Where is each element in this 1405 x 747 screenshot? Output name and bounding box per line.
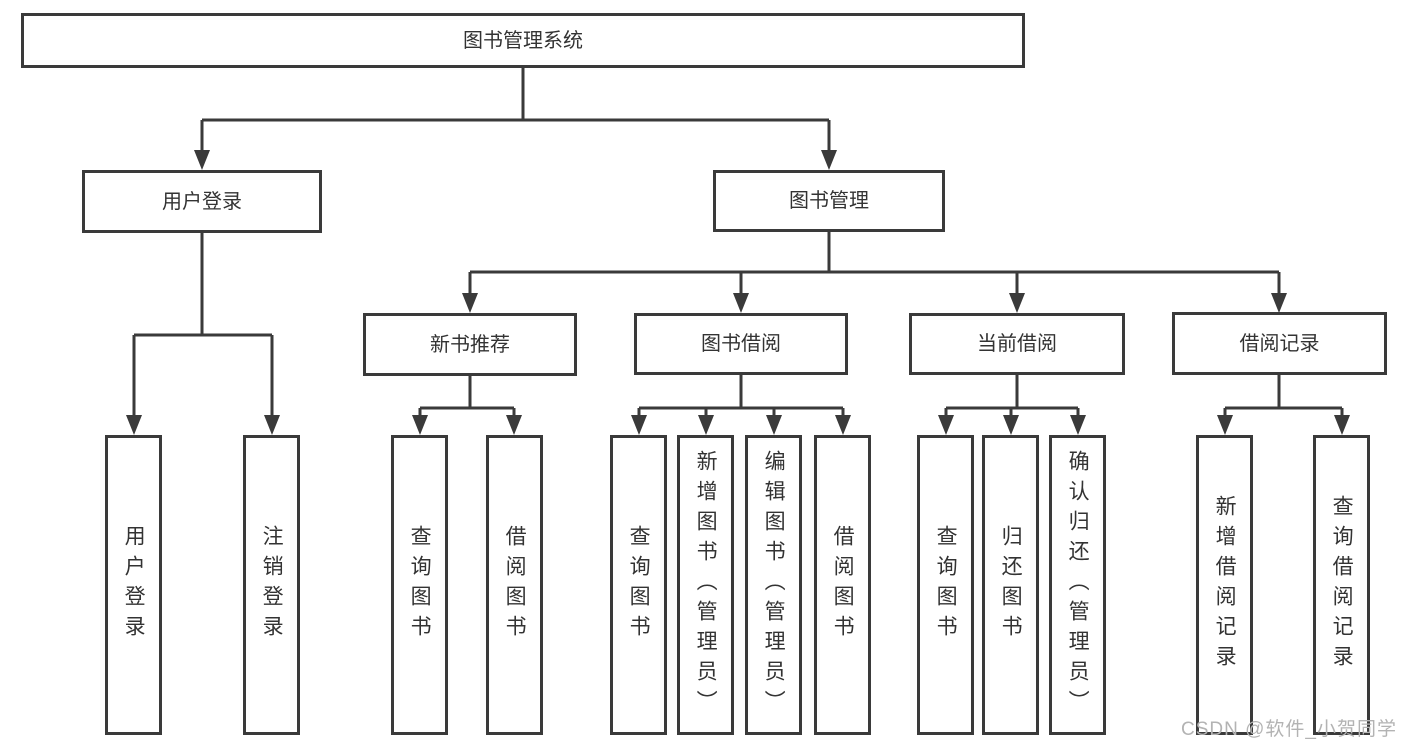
- leaf-query-books-2: 查询图书: [610, 435, 667, 735]
- leaf-return-book: 归还图书: [982, 435, 1039, 735]
- node-borrowing-records: 借阅记录: [1172, 312, 1387, 375]
- leaf-edit-book-admin: 编辑图书（管理员）: [745, 435, 802, 735]
- node-current-borrowing: 当前借阅: [909, 313, 1125, 375]
- node-user-login: 用户登录: [82, 170, 322, 233]
- node-new-book-recommend-label: 新书推荐: [430, 333, 510, 356]
- leaf-add-book-admin-label: 新增图书（管理员）: [694, 450, 718, 720]
- leaf-query-books-3-label: 查询图书: [934, 525, 958, 645]
- node-book-management: 图书管理: [713, 170, 945, 232]
- leaf-confirm-return-admin-label: 确认归还（管理员）: [1066, 450, 1090, 720]
- leaf-query-books-2-label: 查询图书: [627, 525, 651, 645]
- leaf-add-borrow-record-label: 新增借阅记录: [1213, 495, 1237, 675]
- leaf-query-books-3: 查询图书: [917, 435, 974, 735]
- leaf-logout-label: 注销登录: [260, 525, 284, 645]
- node-book-borrowing: 图书借阅: [634, 313, 848, 375]
- leaf-query-borrow-record: 查询借阅记录: [1313, 435, 1370, 735]
- leaf-add-borrow-record: 新增借阅记录: [1196, 435, 1253, 735]
- watermark: CSDN @软件_小贺同学: [1181, 719, 1397, 740]
- leaf-user-login-label: 用户登录: [122, 525, 146, 645]
- leaf-query-books-1-label: 查询图书: [408, 525, 432, 645]
- arrowheads: [126, 150, 1350, 435]
- leaf-query-books-1: 查询图书: [391, 435, 448, 735]
- node-book-borrowing-label: 图书借阅: [701, 333, 781, 355]
- node-library-system-label: 图书管理系统: [463, 29, 583, 52]
- leaf-confirm-return-admin: 确认归还（管理员）: [1049, 435, 1106, 735]
- leaf-logout: 注销登录: [243, 435, 300, 735]
- leaf-query-borrow-record-label: 查询借阅记录: [1330, 495, 1354, 675]
- leaf-borrow-books-2: 借阅图书: [814, 435, 871, 735]
- leaf-user-login: 用户登录: [105, 435, 162, 735]
- leaf-borrow-books-1-label: 借阅图书: [503, 525, 527, 645]
- node-current-borrowing-label: 当前借阅: [977, 333, 1057, 355]
- leaf-borrow-books-1: 借阅图书: [486, 435, 543, 735]
- node-new-book-recommend: 新书推荐: [363, 313, 577, 376]
- node-book-management-label: 图书管理: [789, 190, 869, 212]
- node-library-system: 图书管理系统: [21, 13, 1025, 68]
- leaf-borrow-books-2-label: 借阅图书: [831, 525, 855, 645]
- node-borrowing-records-label: 借阅记录: [1239, 332, 1320, 355]
- leaf-return-book-label: 归还图书: [999, 525, 1023, 645]
- leaf-edit-book-admin-label: 编辑图书（管理员）: [762, 450, 786, 720]
- node-user-login-label: 用户登录: [162, 190, 242, 213]
- leaf-add-book-admin: 新增图书（管理员）: [677, 435, 734, 735]
